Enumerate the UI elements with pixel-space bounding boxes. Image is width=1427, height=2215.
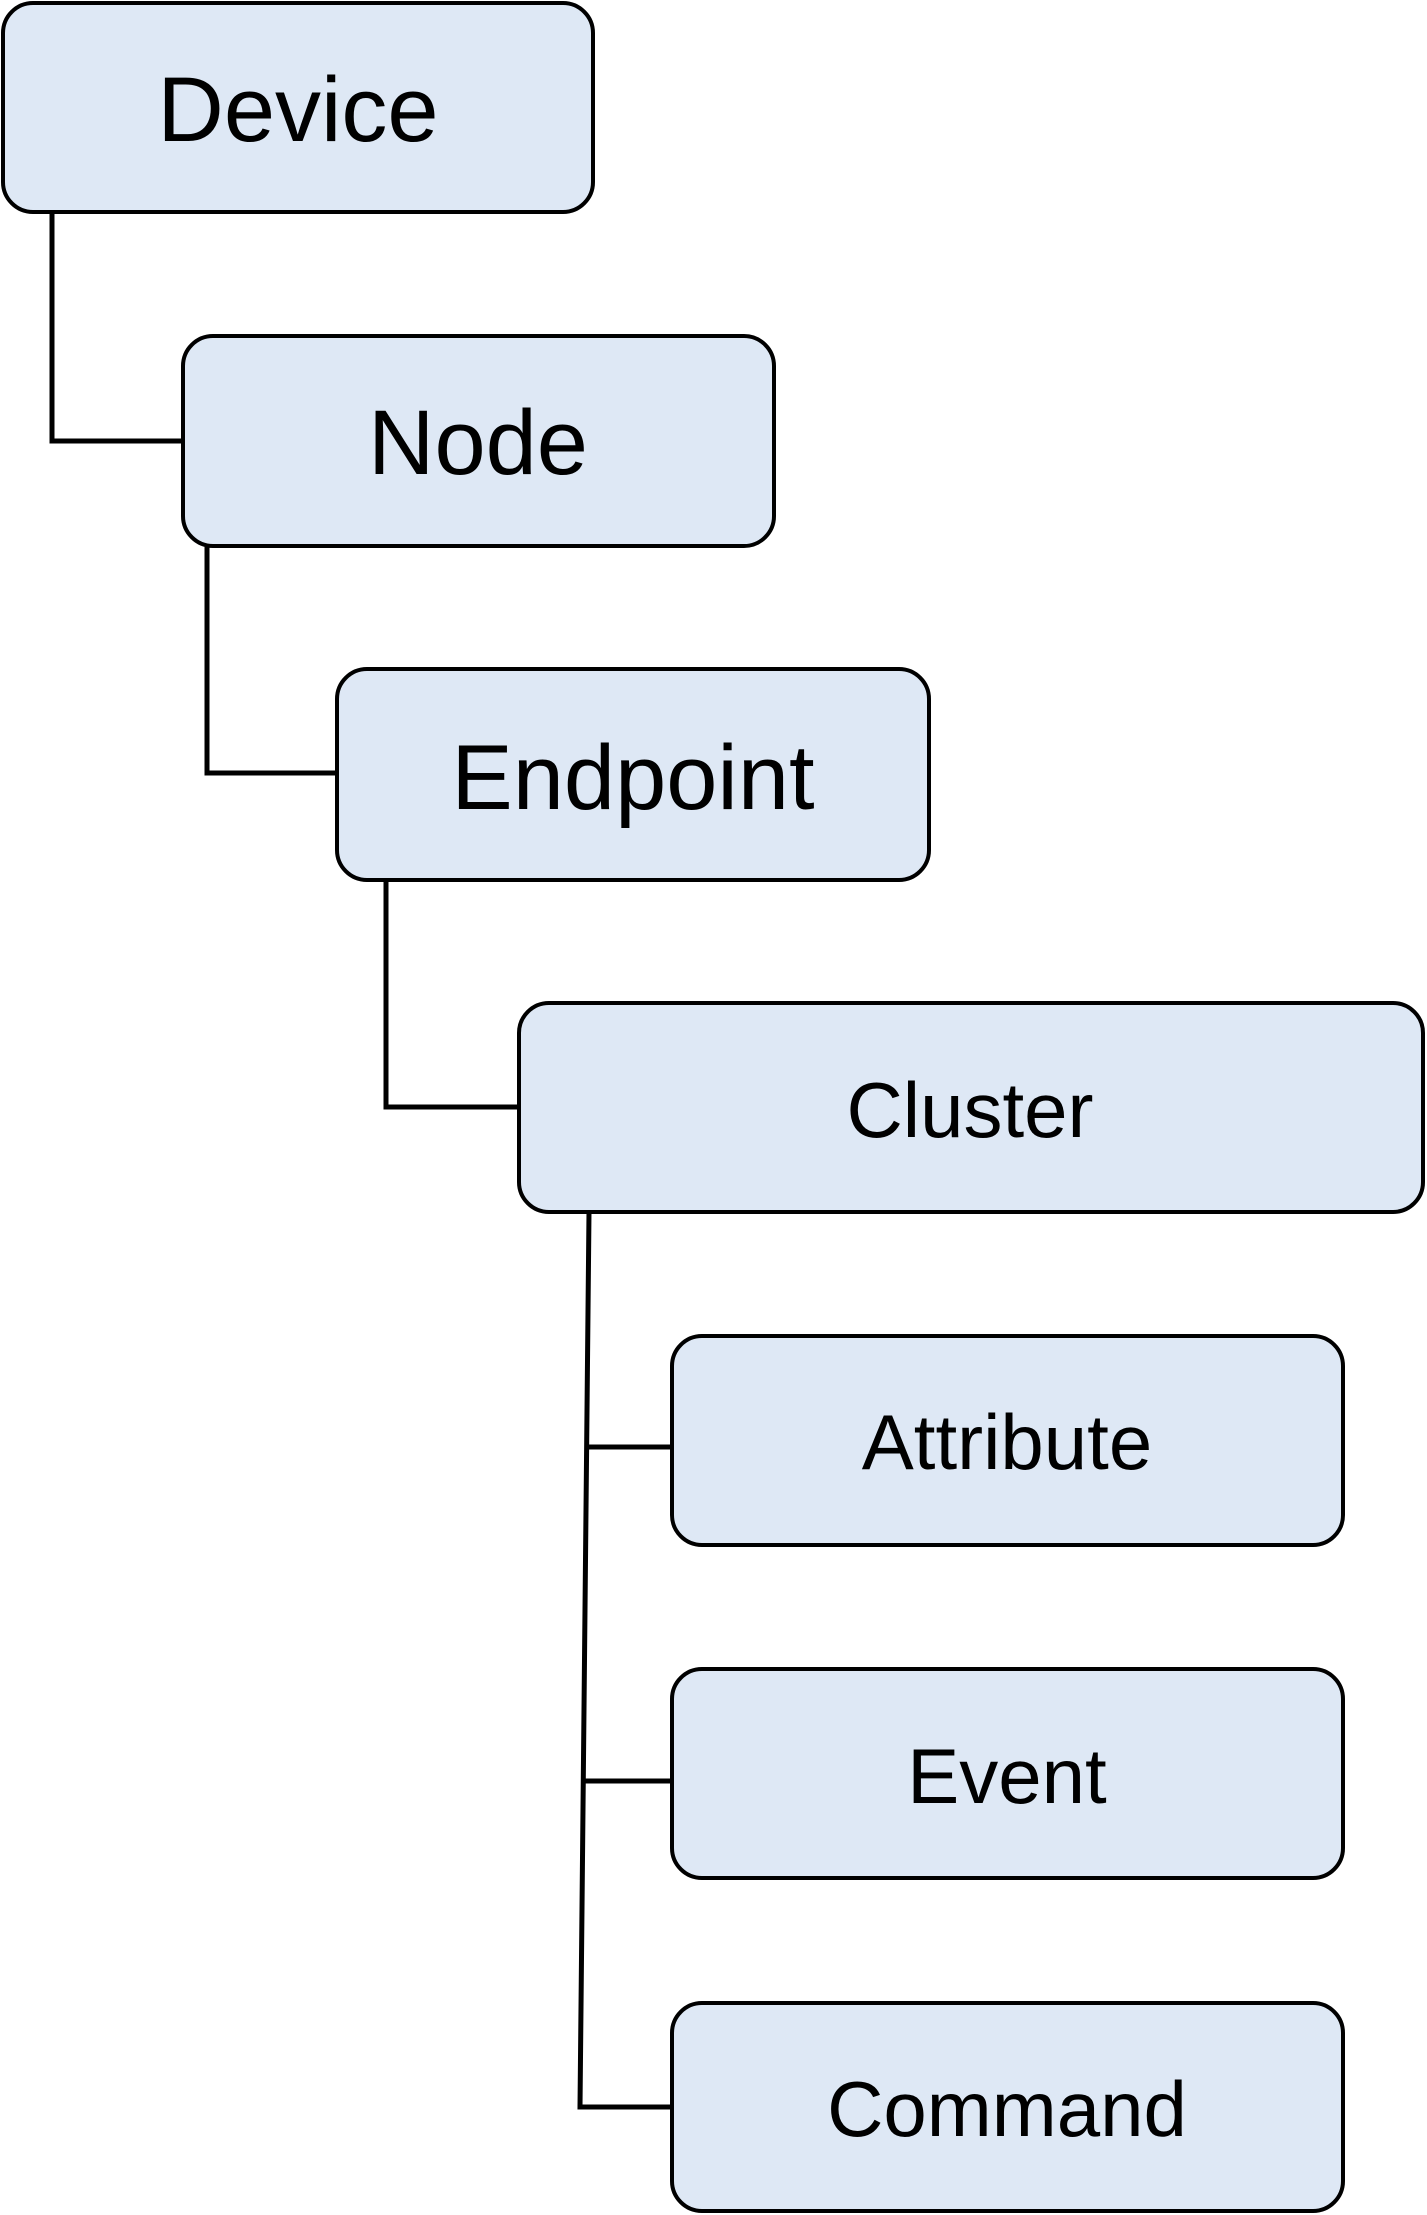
endpoint-box [335, 667, 931, 882]
connector-node-endpoint [204, 543, 340, 776]
connectors [49, 209, 675, 2110]
attribute-box [670, 1334, 1345, 1547]
attribute-node: Attribute [670, 1334, 1345, 1547]
cluster-box [517, 1001, 1425, 1214]
attribute-label: Attribute [862, 1398, 1152, 1486]
command-node: Command [670, 2001, 1345, 2213]
connector-device-node [49, 209, 186, 444]
endpoint-label: Endpoint [451, 727, 814, 829]
event-node: Event [670, 1667, 1345, 1880]
event-box [670, 1667, 1345, 1880]
connector-endpoint-cluster [383, 877, 522, 1110]
command-label: Command [827, 2065, 1187, 2153]
connector-cluster-spine [577, 1209, 592, 2110]
cluster-node: Cluster [517, 1001, 1425, 1214]
cluster-label: Cluster [846, 1066, 1093, 1154]
event-label: Event [907, 1732, 1107, 1820]
command-box [670, 2001, 1345, 2213]
endpoint-node: Endpoint [335, 667, 931, 882]
device-box [1, 1, 595, 214]
node-node: Node [181, 334, 776, 548]
device-label: Device [157, 59, 438, 161]
node-label: Node [368, 392, 588, 494]
node-box [181, 334, 776, 548]
device-node: Device [1, 1, 595, 214]
